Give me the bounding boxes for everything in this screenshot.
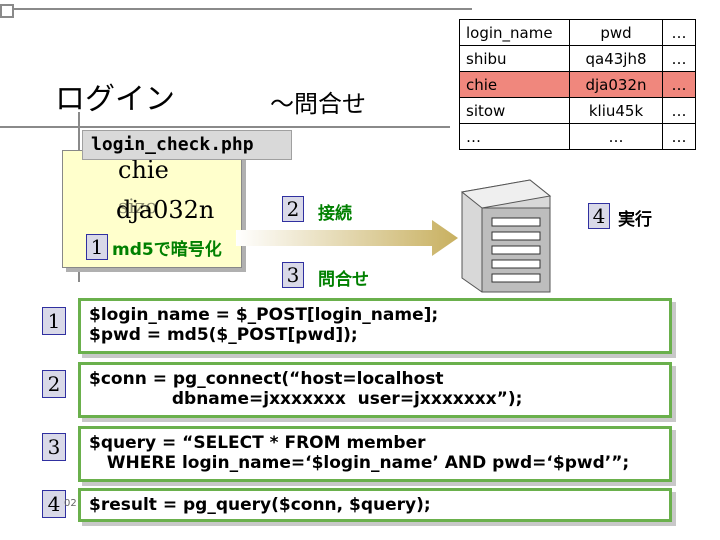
table-cell: … [662, 123, 696, 150]
slide-bullet-top [0, 4, 14, 18]
code-3-number: 3 [42, 433, 66, 461]
note-pass-overlay: sizo [118, 194, 158, 218]
table-cell: dja032n [569, 71, 663, 98]
code-line: dbname=jxxxxxxx user=jxxxxxxx”); [89, 389, 523, 409]
code-block-4: $result = pg_query($conn, $query); [78, 488, 672, 522]
table-header-row: login_name pwd … [459, 19, 696, 46]
code-block-2: $conn = pg_connect(“host=localhost dbnam… [78, 362, 672, 418]
slide-title: ログイン [55, 82, 175, 117]
code-block-1: $login_name = $_POST[login_name]; $pwd =… [78, 298, 672, 354]
step-4-number: 4 [588, 203, 610, 229]
table-row: … … … [459, 123, 696, 150]
step-3-label: 問合せ [318, 270, 369, 290]
file-label: login_check.php [82, 130, 292, 160]
step-4-label: 実行 [618, 210, 652, 230]
server-icon [460, 179, 552, 293]
step-2-label: 接続 [318, 204, 352, 224]
table-cell: … [459, 123, 570, 150]
note-user: chie [118, 156, 169, 184]
arrow-icon [236, 220, 458, 256]
table-row: shibu qa43jh8 … [459, 45, 696, 72]
code-line: $pwd = md5($_POST[pwd]); [89, 325, 358, 345]
step-2-number: 2 [282, 196, 304, 222]
slide-rule-top [12, 8, 472, 10]
code-1-number: 1 [42, 307, 66, 335]
table-cell: … [662, 71, 696, 98]
table-row: sitow kliu45k … [459, 97, 696, 124]
table-cell: chie [459, 71, 570, 98]
step-1-label: md5で暗号化 [112, 240, 222, 260]
table-cell: sitow [459, 97, 570, 124]
code-line: $login_name = $_POST[login_name]; [89, 305, 439, 325]
table-cell: kliu45k [569, 97, 663, 124]
table-header-cell: login_name [459, 19, 570, 46]
member-table: login_name pwd … shibu qa43jh8 … chie dj… [459, 19, 696, 150]
slide-subtitle: ～問合せ [270, 90, 366, 118]
step-3-number: 3 [282, 262, 304, 288]
note-pass: dja032n [116, 196, 215, 224]
code-line: $conn = pg_connect(“host=localhost [89, 369, 444, 389]
step-1-number: 1 [86, 234, 108, 260]
table-cell: qa43jh8 [569, 45, 663, 72]
footer-fragment: 02 [64, 498, 77, 509]
code-line: $result = pg_query($conn, $query); [89, 495, 431, 515]
code-block-3: $query = “SELECT * FROM member WHERE log… [78, 426, 672, 482]
table-cell: shibu [459, 45, 570, 72]
table-header-cell: pwd [569, 19, 663, 46]
slide-rule-middle [0, 126, 450, 128]
code-2-number: 2 [42, 370, 66, 398]
table-header-cell: … [662, 19, 696, 46]
table-cell: … [662, 45, 696, 72]
table-cell: … [662, 97, 696, 124]
code-line: WHERE login_name=‘$login_name’ AND pwd=‘… [89, 453, 630, 473]
table-cell: … [569, 123, 663, 150]
table-row-highlighted: chie dja032n … [459, 71, 696, 98]
code-4-number: 4 [42, 490, 66, 518]
code-line: $query = “SELECT * FROM member [89, 433, 426, 453]
